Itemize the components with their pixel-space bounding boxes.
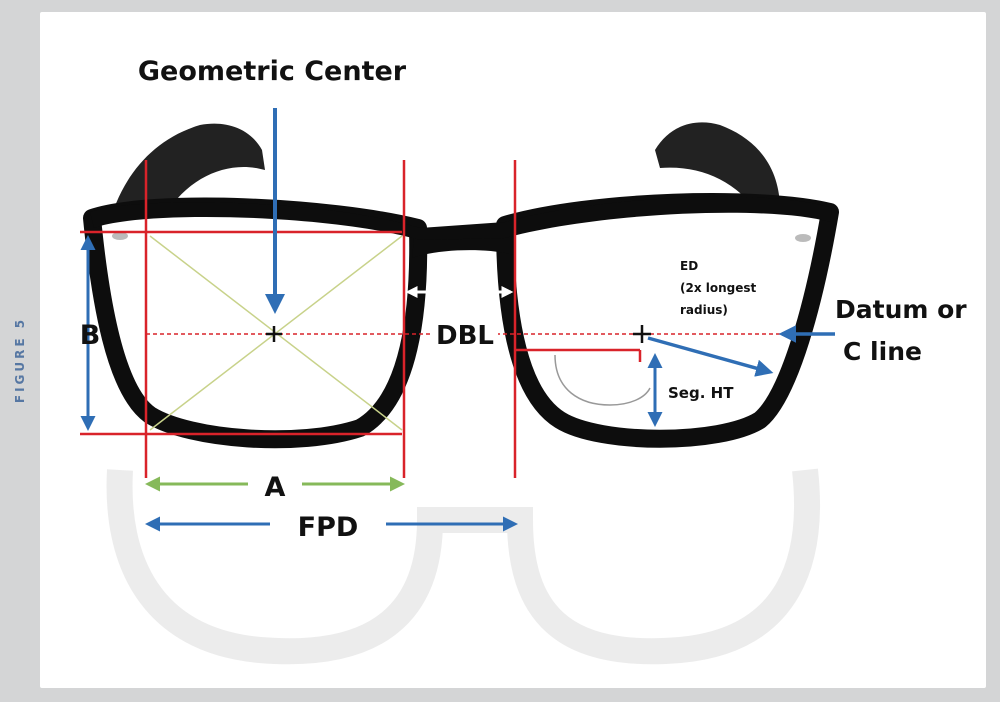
ed-label-line-2: (2x longest	[680, 281, 757, 295]
b-dimension-label: B	[80, 320, 101, 351]
left-geometric-center-marker	[266, 326, 282, 342]
right-temple	[655, 122, 780, 215]
geometric-center-label: Geometric Center	[138, 56, 407, 87]
dbl-label: DBL	[436, 321, 494, 351]
fpd-label: FPD	[298, 512, 359, 543]
ed-arrow	[647, 336, 774, 377]
datum-label-line-1: Datum or	[835, 295, 967, 324]
a-dimension-label: A	[265, 472, 286, 503]
glasses-reflection	[106, 468, 820, 665]
left-hinge-rivet	[112, 232, 128, 240]
glasses-frame	[83, 193, 839, 449]
right-hinge-rivet	[795, 234, 811, 242]
bifocal-segment	[554, 354, 651, 406]
seg-ht-label: Seg. HT	[668, 384, 734, 402]
right-geometric-center-marker	[633, 325, 651, 343]
ed-label-line-1: ED	[680, 259, 698, 273]
ed-label-line-3: radius)	[680, 303, 728, 317]
right-lens-rim	[496, 193, 839, 448]
datum-label-line-2: C line	[843, 337, 922, 366]
